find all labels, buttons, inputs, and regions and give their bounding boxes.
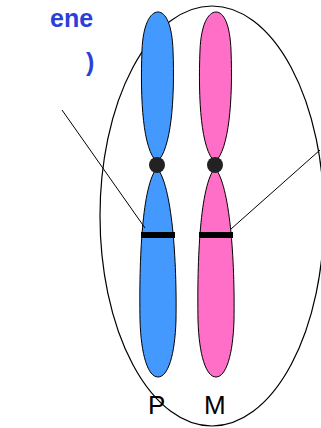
chromosome-label: M — [204, 392, 226, 418]
paternal-chromosome — [140, 12, 176, 377]
chromosome-label: P — [148, 392, 165, 418]
gene-label: ene — [50, 6, 93, 31]
cell-outline — [100, 6, 321, 426]
leader-line — [62, 110, 145, 228]
gene-label: ) — [86, 50, 94, 75]
maternal-chromosome — [198, 12, 234, 377]
leader-line — [231, 150, 320, 229]
